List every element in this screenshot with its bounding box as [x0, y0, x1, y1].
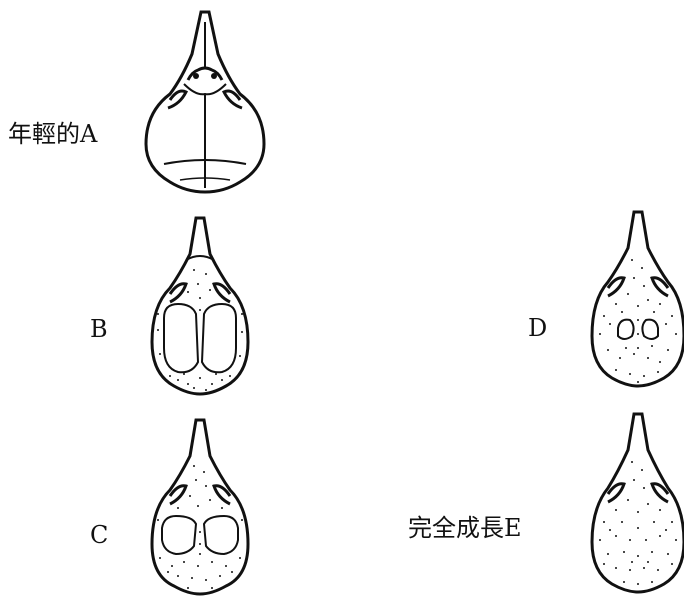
skull-label-b: B [90, 317, 108, 341]
skull-e [588, 410, 684, 596]
skull-label-d: D [528, 316, 547, 340]
skull-b [148, 214, 252, 396]
skull-d [588, 208, 684, 388]
skull-label-c: C [90, 523, 108, 547]
skull-label-a: 年輕的A [8, 122, 97, 146]
skull-a [140, 8, 270, 194]
skull-label-e: 完全成長E [408, 516, 522, 540]
skull-c [148, 416, 252, 596]
